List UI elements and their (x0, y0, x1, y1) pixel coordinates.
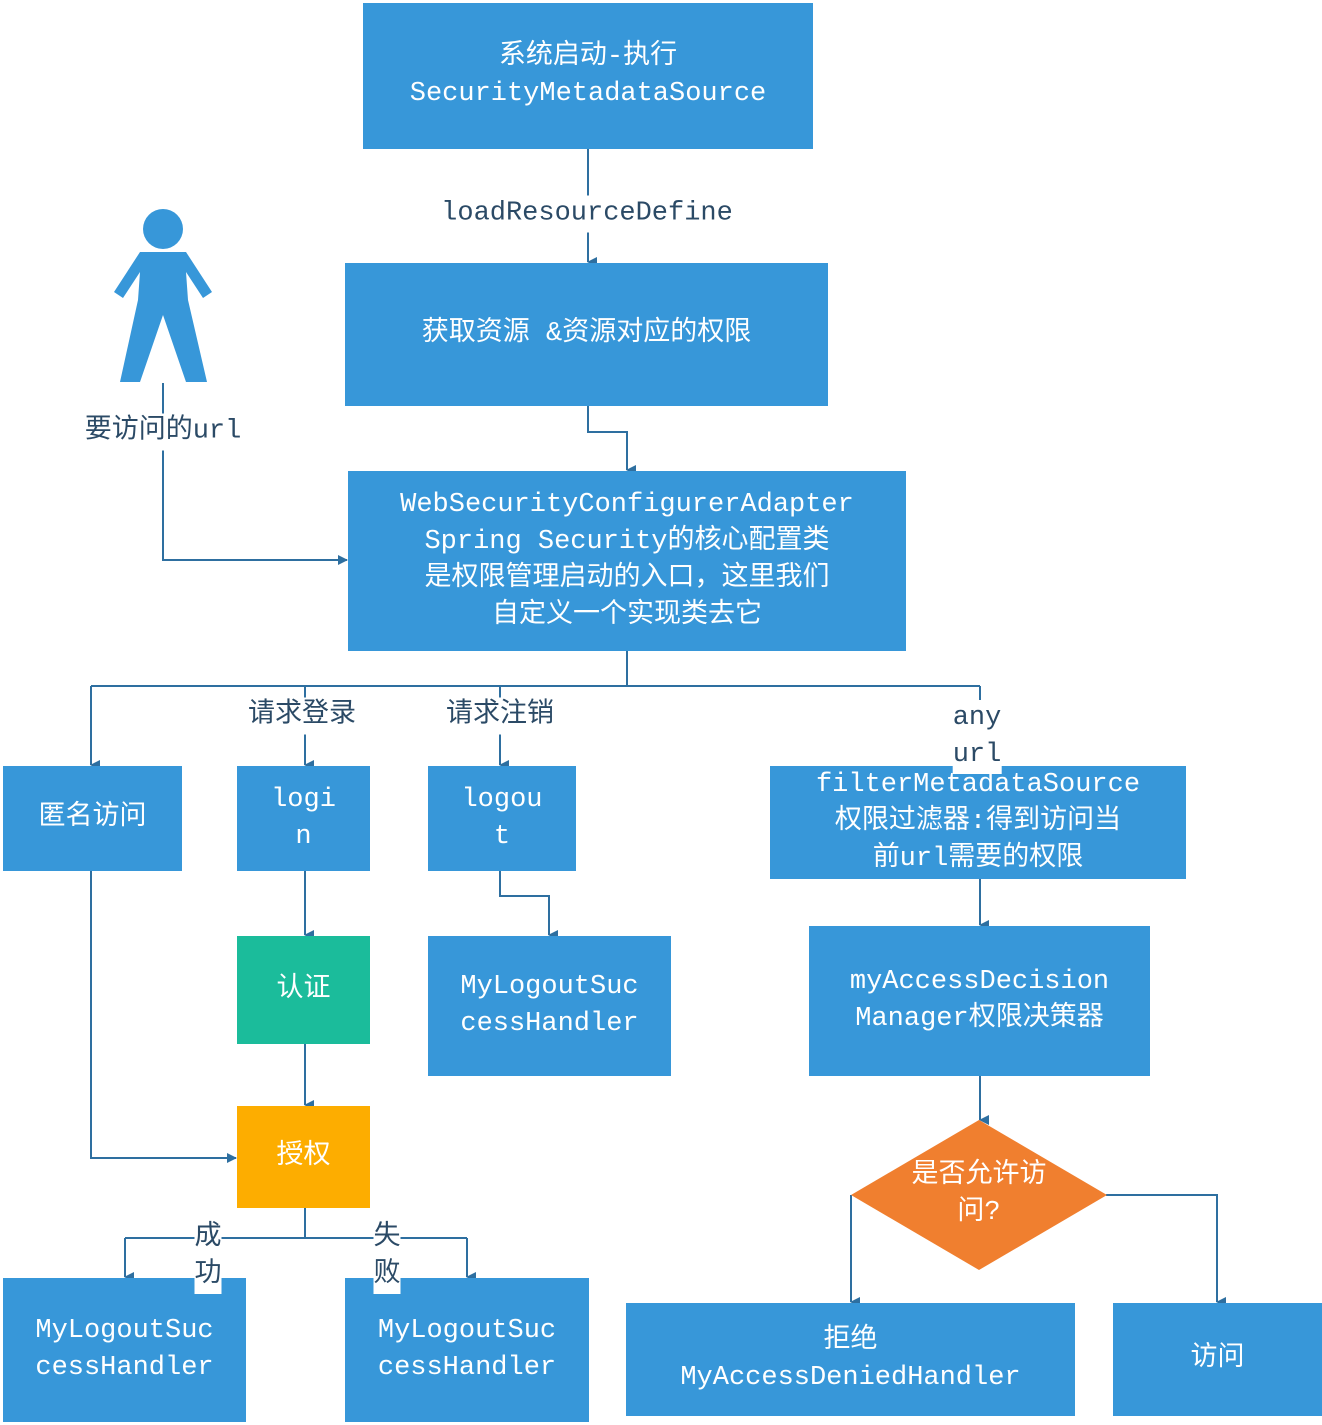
edge-user-config (162, 383, 348, 565)
node-text: cessHandler (377, 1353, 557, 1383)
node-load-resources: 获取资源 &资源对应的权限 (345, 263, 828, 406)
edge-anonymous-grant (90, 871, 237, 1163)
node-text: 拒绝 (823, 1325, 878, 1356)
edge-label-logout: 请求注销 (446, 697, 554, 735)
node-filter: filterMetadataSource 权限过滤器:得到访问当 前url需要的… (770, 766, 1186, 879)
node-text: 获取资源 &资源对应的权限 (421, 319, 752, 349)
node-text: 是否允许访 (911, 1161, 1047, 1191)
node-text: 系统启动-执行 (498, 42, 678, 72)
node-text: logi (271, 784, 336, 815)
node-text: Manager权限决策器 (855, 1004, 1104, 1034)
label-line: 败 (373, 1260, 401, 1290)
node-text: 认证 (276, 974, 331, 1005)
node-text: 授权 (276, 1141, 331, 1172)
node-web-config: WebSecurityConfigurerAdapter Spring Secu… (348, 471, 906, 651)
node-startup: 系统启动-执行 SecurityMetadataSource (363, 3, 813, 149)
node-text: MyAccessDeniedHandler (680, 1362, 1021, 1393)
edge-config-bus (91, 651, 980, 687)
label-line: url (952, 740, 1002, 770)
node-anonymous: 匿名访问 (3, 766, 182, 871)
node-text: 访问 (1190, 1344, 1245, 1374)
edge-grant-split (125, 1208, 467, 1239)
node-text: Spring Security的核心配置类 (424, 527, 830, 557)
node-text: MyLogoutSuc (460, 972, 639, 1002)
node-text: 权限过滤器:得到访问当 (834, 807, 1122, 837)
node-text: 问? (957, 1198, 1001, 1228)
node-allowed: 是否允许访 问? (851, 1120, 1107, 1270)
node-failure-handler: MyLogoutSuc cessHandler (345, 1278, 589, 1422)
label-line: 失 (373, 1223, 401, 1253)
edge-label-success: 成 功 (194, 1220, 222, 1294)
node-success-handler: MyLogoutSuc cessHandler (3, 1278, 246, 1422)
edge-logout-handler (499, 871, 558, 940)
edge-label-load: loadResourceDefine (441, 195, 733, 233)
node-text: logou (461, 784, 543, 815)
person-icon (114, 209, 212, 382)
node-text: filterMetadataSource (815, 770, 1141, 800)
edge-label-url: 要访问的url (84, 413, 242, 451)
label-line: 成 (194, 1223, 222, 1253)
node-authenticate: 认证 (237, 936, 370, 1044)
edge-label-any-url: any url (952, 700, 1002, 774)
edge-load-config (587, 406, 636, 475)
node-text: SecurityMetadataSource (409, 79, 767, 109)
node-access: 访问 (1113, 1303, 1322, 1416)
label-line: any (952, 703, 1002, 733)
node-deny: 拒绝 MyAccessDeniedHandler (626, 1303, 1075, 1416)
node-logout-handler: MyLogoutSuc cessHandler (428, 936, 671, 1076)
node-text: MyLogoutSuc (377, 1316, 557, 1346)
edge-access (1106, 1194, 1226, 1307)
node-logout: logou t (428, 766, 576, 871)
edge-label-failure: 失 败 (373, 1220, 401, 1294)
node-text: 匿名访问 (38, 803, 147, 833)
node-login: logi n (237, 766, 370, 871)
node-text: t (493, 821, 511, 852)
node-text: WebSecurityConfigurerAdapter (400, 490, 854, 520)
node-text: 自定义一个实现类去它 (492, 601, 762, 631)
node-text: MyLogoutSuc (35, 1316, 214, 1346)
edge-label-login: 请求登录 (248, 697, 356, 735)
node-text: myAccessDecision (849, 967, 1110, 997)
node-text: cessHandler (35, 1353, 214, 1383)
node-text: cessHandler (460, 1009, 639, 1039)
label-line: 功 (194, 1260, 222, 1290)
node-decision-manager: myAccessDecision Manager权限决策器 (809, 926, 1150, 1076)
node-authorize: 授权 (237, 1106, 370, 1208)
decision-diamond (851, 1120, 1107, 1270)
node-text: n (295, 821, 312, 852)
node-text: 是权限管理启动的入口，这里我们 (424, 564, 830, 594)
node-text: 前url需要的权限 (872, 844, 1084, 874)
